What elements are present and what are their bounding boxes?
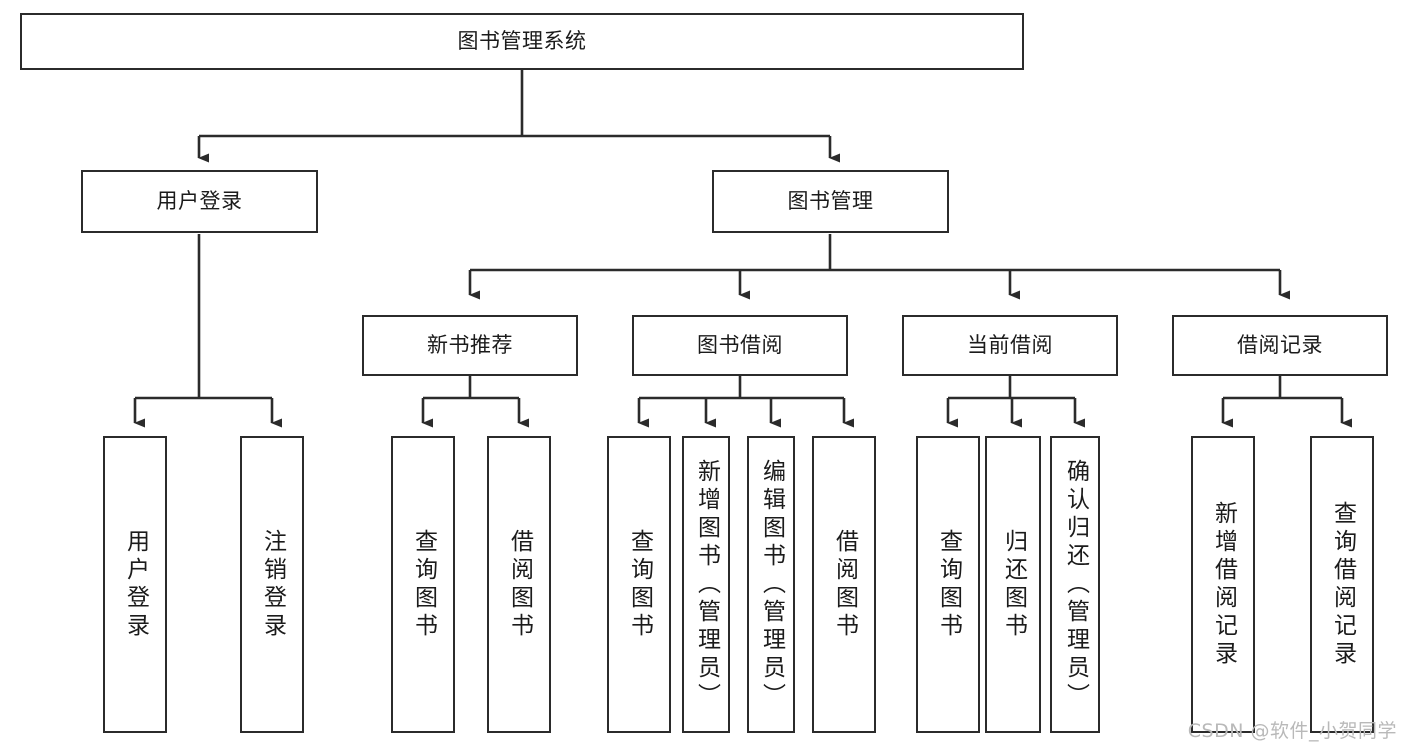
- node-label: 借阅图书: [506, 528, 533, 641]
- node-label: 归还图书: [1000, 528, 1027, 641]
- node-root-library-management-system[interactable]: 图书管理系统: [20, 13, 1024, 70]
- node-label: 注销登录: [259, 528, 286, 641]
- node-label: 确认归还（管理员）: [1062, 458, 1089, 711]
- node-label: 图书管理: [787, 189, 874, 214]
- node-borrow-records[interactable]: 借阅记录: [1172, 315, 1388, 376]
- node-label: 编辑图书（管理员）: [758, 458, 785, 711]
- node-label: 查询图书: [626, 528, 653, 641]
- node-book-borrow[interactable]: 图书借阅: [632, 315, 848, 376]
- node-leaf-query-book-borrow[interactable]: 查询图书: [607, 436, 671, 733]
- node-leaf-borrow-book[interactable]: 借阅图书: [812, 436, 876, 733]
- node-new-book-recommend[interactable]: 新书推荐: [362, 315, 578, 376]
- node-label: 查询图书: [935, 528, 962, 641]
- node-leaf-borrow-book-recommend[interactable]: 借阅图书: [487, 436, 551, 733]
- node-leaf-query-book-recommend[interactable]: 查询图书: [391, 436, 455, 733]
- node-leaf-confirm-return-admin[interactable]: 确认归还（管理员）: [1050, 436, 1100, 733]
- node-label: 用户登录: [122, 528, 149, 641]
- node-book-management[interactable]: 图书管理: [712, 170, 949, 233]
- node-leaf-query-book-current[interactable]: 查询图书: [916, 436, 980, 733]
- node-leaf-user-login[interactable]: 用户登录: [103, 436, 167, 733]
- node-label: 新增图书（管理员）: [693, 458, 720, 711]
- node-leaf-edit-book-admin[interactable]: 编辑图书（管理员）: [747, 436, 795, 733]
- watermark: CSDN @软件_小贺同学: [1187, 720, 1397, 742]
- node-leaf-add-borrow-record[interactable]: 新增借阅记录: [1191, 436, 1255, 733]
- node-label: 当前借阅: [967, 333, 1053, 358]
- node-label: 查询图书: [410, 528, 437, 641]
- node-user-login[interactable]: 用户登录: [81, 170, 318, 233]
- node-label: 查询借阅记录: [1329, 500, 1356, 669]
- node-leaf-logout[interactable]: 注销登录: [240, 436, 304, 733]
- node-label: 新书推荐: [427, 333, 513, 358]
- node-label: 用户登录: [156, 189, 243, 214]
- node-leaf-add-book-admin[interactable]: 新增图书（管理员）: [682, 436, 730, 733]
- node-label: 图书管理系统: [457, 29, 587, 54]
- node-label: 新增借阅记录: [1210, 500, 1237, 669]
- node-label: 图书借阅: [697, 333, 783, 358]
- node-leaf-return-book[interactable]: 归还图书: [985, 436, 1041, 733]
- node-leaf-query-borrow-record[interactable]: 查询借阅记录: [1310, 436, 1374, 733]
- node-current-borrow[interactable]: 当前借阅: [902, 315, 1118, 376]
- node-label: 借阅记录: [1237, 333, 1323, 358]
- node-label: 借阅图书: [831, 528, 858, 641]
